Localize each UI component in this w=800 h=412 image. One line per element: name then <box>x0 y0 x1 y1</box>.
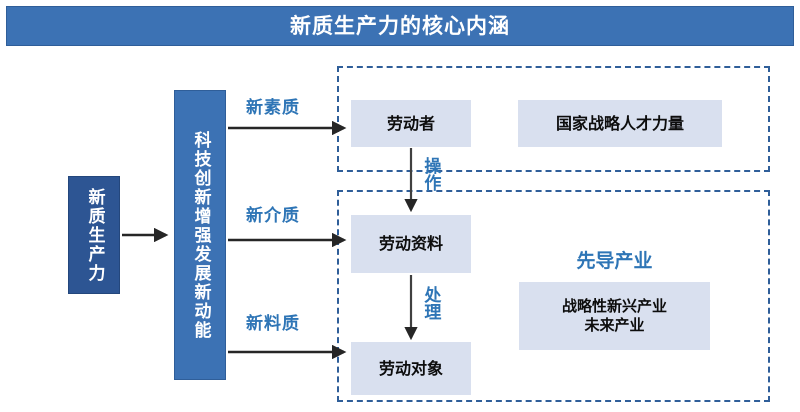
talent-force-label: 国家战略人才力量 <box>555 113 684 133</box>
pilot-industry-line-1: 战略性新兴产业 <box>561 297 667 316</box>
labor-object-label: 劳动对象 <box>378 358 443 378</box>
driver-box: 科技创新增强发展新动能 <box>174 90 226 380</box>
pilot-industry-lines: 战略性新兴产业 未来产业 <box>562 297 667 335</box>
core-concept-box: 新质生产力 <box>68 176 120 294</box>
connector-label-process: 处理 <box>420 286 441 320</box>
worker-box: 劳动者 <box>351 100 471 147</box>
labor-means-box: 劳动资料 <box>351 215 471 273</box>
core-concept-label: 新质生产力 <box>84 187 105 283</box>
pilot-industry-line-2: 未来产业 <box>584 316 645 334</box>
pilot-industry-box: 战略性新兴产业 未来产业 <box>519 282 710 350</box>
pilot-industry-heading: 先导产业 <box>576 250 653 272</box>
labor-object-box: 劳动对象 <box>351 342 471 395</box>
group-container-top <box>337 66 770 172</box>
title-banner: 新质生产力的核心内涵 <box>6 6 794 46</box>
worker-label: 劳动者 <box>386 113 435 133</box>
connector-label-new-medium: 新介质 <box>246 206 300 226</box>
driver-label: 科技创新增强发展新动能 <box>190 130 211 340</box>
connector-label-operate: 操作 <box>420 157 441 191</box>
labor-means-label: 劳动资料 <box>378 234 443 253</box>
connector-label-new-quality: 新素质 <box>246 98 300 118</box>
group-container-bottom <box>337 190 770 402</box>
page-title: 新质生产力的核心内涵 <box>290 13 510 38</box>
talent-force-box: 国家战略人才力量 <box>518 100 722 147</box>
connector-label-new-material: 新料质 <box>246 314 300 334</box>
